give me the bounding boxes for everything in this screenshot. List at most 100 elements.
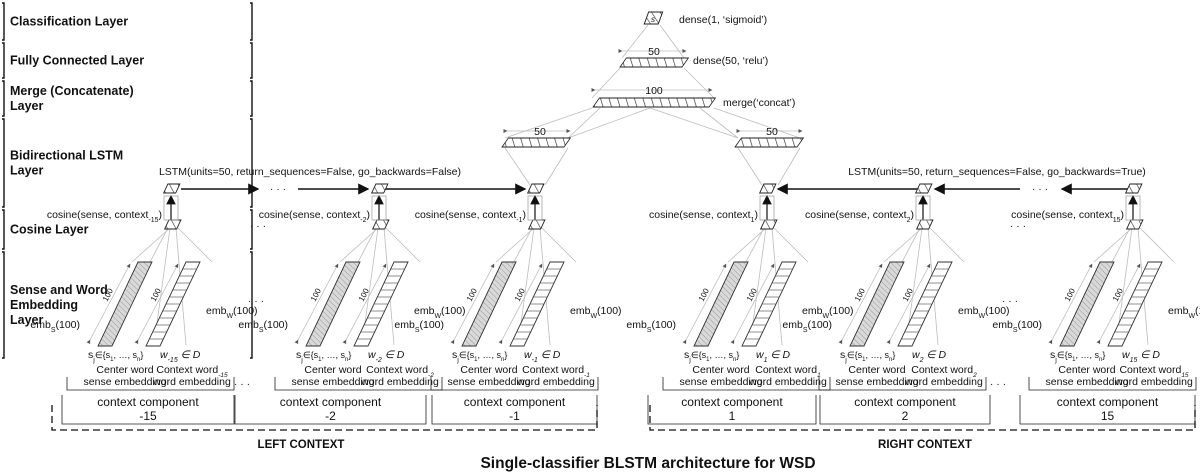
- sense-embedding-vector: [97, 261, 153, 347]
- context-component-index: 15: [1101, 409, 1115, 423]
- context-component-label: context component: [1057, 395, 1159, 409]
- word-bracket: [274, 377, 443, 391]
- cosine-node: [163, 219, 182, 230]
- ellipsis: · · ·: [1002, 295, 1018, 307]
- embedding-connections: [1093, 227, 1175, 346]
- word-bracket: [1028, 377, 1197, 391]
- layer-bracket: [250, 42, 253, 79]
- context-word-symbol: w-15 ∈ D: [160, 349, 201, 364]
- context-word-label: Context word15: [1119, 364, 1188, 379]
- diagram-title: Single-classifier BLSTM architecture for…: [480, 455, 815, 472]
- cosine-node: [1125, 219, 1144, 230]
- layer-label-cosine: Cosine Layer: [10, 223, 89, 237]
- center-word-sublabel: sense embedding: [836, 376, 919, 388]
- context-component-index: -15: [139, 409, 157, 423]
- embedding-connections: [883, 227, 965, 346]
- dense50-layer: [619, 57, 690, 68]
- layer-bracket: [250, 2, 253, 41]
- sense-embedding-label: embS(100): [626, 319, 676, 334]
- center-word-sublabel: sense embedding: [448, 376, 531, 388]
- center-word-label: Center word: [1058, 364, 1115, 376]
- layer-label-embedding: Sense and Word: [10, 283, 108, 297]
- dense50-label: dense(50, ‘relu’): [693, 55, 768, 67]
- context-component-box: [234, 395, 427, 425]
- sigmoid-node-label: s: [651, 15, 655, 24]
- cosine-node: [759, 219, 778, 230]
- context-word-label: Context word2: [911, 364, 977, 379]
- cosine-label: cosine(sense, context15): [1011, 209, 1124, 224]
- ellipsis: · · ·: [270, 183, 286, 195]
- sense-set-label: sj∈{s1, …, sn}: [452, 349, 507, 364]
- lstm-right-label: LSTM(units=50, return_sequences=False, g…: [848, 166, 1146, 178]
- layer-bracket: [2, 251, 5, 359]
- sense-embedding-vector: [693, 261, 749, 347]
- context-component-label: context component: [854, 395, 956, 409]
- cosine-label: cosine(sense, context-15): [47, 209, 162, 224]
- layer-bracket: [2, 80, 5, 117]
- dense1-label: dense(1, ‘sigmoid’): [679, 14, 767, 26]
- sense-embedding-vector: [461, 261, 517, 347]
- ellipsis: · · ·: [1032, 183, 1048, 195]
- merge-dim: 100: [645, 85, 663, 97]
- layer-label-fully_connected: Fully Connected Layer: [10, 54, 144, 68]
- context-word-label: Context word1: [755, 364, 821, 379]
- lstm-right-dim: 50: [766, 126, 778, 138]
- lstm-left-label: LSTM(units=50, return_sequences=False, g…: [159, 166, 461, 178]
- sense-dim-label: 100: [465, 286, 479, 302]
- context-components: 100 100 cosine(sense, context-15) embS(100)…: [30, 183, 1200, 425]
- sense-set-label: sj∈{s1, …, sn}: [840, 349, 895, 364]
- layer-bracket: [2, 209, 5, 250]
- sense-dim-label: 100: [853, 286, 867, 302]
- ellipsis: · · ·: [234, 378, 250, 390]
- center-word-sublabel: sense embedding: [84, 376, 167, 388]
- context-component-box: [431, 395, 598, 425]
- sense-set-label: sj∈{s1, …, sn}: [88, 349, 143, 364]
- context-word-sublabel: word embedding: [1114, 376, 1193, 388]
- component-ellipses: · · · · · · · · · · · · · · · · · ·: [234, 220, 1026, 390]
- cosine-label: cosine(sense, context1): [649, 209, 758, 224]
- right-context-label: RIGHT CONTEXT: [878, 439, 972, 451]
- ellipsis: · · ·: [248, 295, 264, 307]
- layer-label-classification: Classification Layer: [10, 15, 128, 29]
- cosine-node: [915, 219, 934, 230]
- sense-set-label: sj∈{s1, …, sn}: [1050, 349, 1105, 364]
- word-bracket: [662, 377, 831, 391]
- embedding-connections: [131, 227, 213, 346]
- sense-dim-label: 100: [697, 286, 711, 302]
- word-embedding-label: embW(100): [414, 305, 466, 320]
- layer-label-merge: Merge (Concatenate): [10, 84, 134, 98]
- lstm-left-dim: 50: [534, 126, 546, 138]
- top-network: s dense(1, ‘sigmoid’) 50 dense(50, ‘relu…: [501, 11, 805, 186]
- ellipsis: · · ·: [250, 220, 266, 232]
- layer-label-blstm: Bidirectional LSTM: [10, 149, 123, 163]
- layer-bracket: [2, 42, 5, 79]
- context-component-index: 2: [902, 409, 909, 423]
- merge-label: merge(‘concat’): [723, 97, 795, 109]
- sigmoid-node: [643, 11, 664, 25]
- layer-bracket: [2, 2, 5, 41]
- sense-embedding-vector: [305, 261, 361, 347]
- left-context-label: LEFT CONTEXT: [258, 439, 345, 451]
- center-word-sublabel: sense embedding: [680, 376, 763, 388]
- merge-layer: [592, 97, 717, 108]
- center-word-label: Center word: [460, 364, 517, 376]
- lstm-chains: LSTM(units=50, return_sequences=False, g…: [159, 166, 1146, 195]
- sense-embedding-vector: [849, 261, 905, 347]
- sense-embedding-label: embS(100): [782, 319, 832, 334]
- layer-bracket: [2, 118, 5, 208]
- lstm-left-output: [501, 137, 572, 148]
- word-bracket: [818, 377, 987, 391]
- cosine-node: [371, 219, 390, 230]
- sense-set-label: sj∈{s1, …, sn}: [296, 349, 351, 364]
- lstm-node: [370, 183, 389, 194]
- lstm-node: [526, 183, 545, 194]
- sense-embedding-vector: [1059, 261, 1115, 347]
- center-word-sublabel: sense embedding: [292, 376, 375, 388]
- context-brackets: LEFT CONTEXT RIGHT CONTEXT: [51, 405, 1196, 451]
- sense-embedding-label: embS(100): [992, 319, 1042, 334]
